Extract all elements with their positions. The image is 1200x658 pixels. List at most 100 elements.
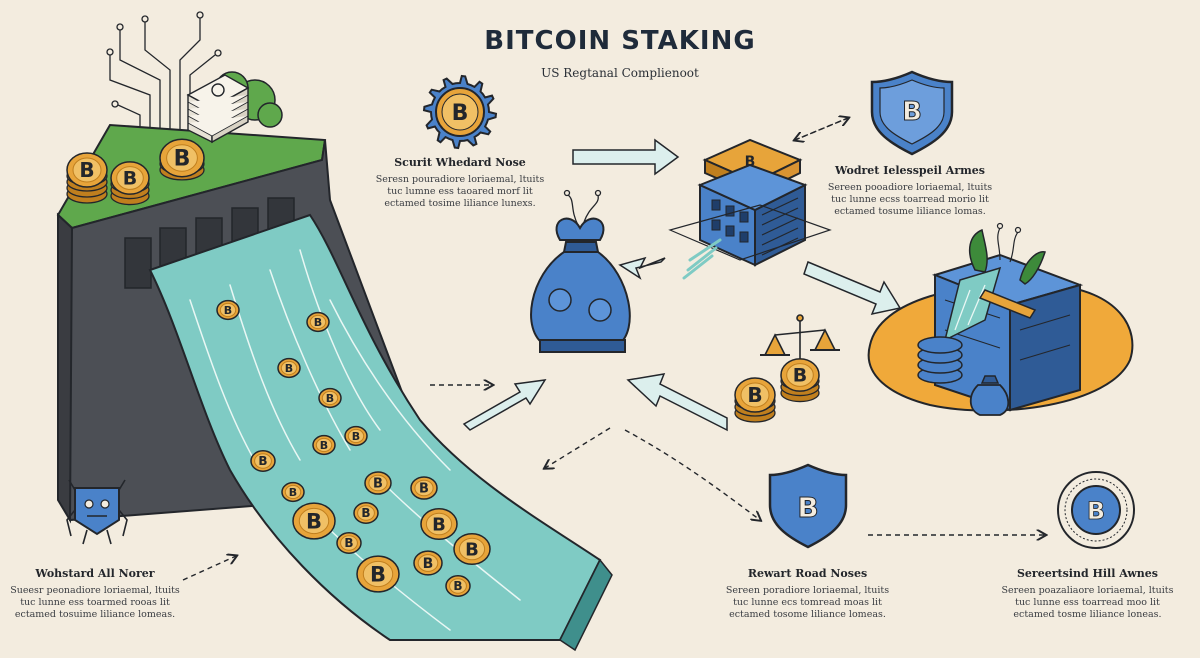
arrow-from-waterfall (462, 379, 547, 431)
staking-machine (867, 222, 1134, 416)
flow-arrows (182, 118, 1045, 581)
balance-scale-icon (760, 314, 840, 380)
caption-line: tuc lunne ess toarmed rooas lit (20, 597, 170, 608)
svg-text:B: B (174, 147, 191, 172)
caption-bottom-right: Sereertsind Hill Awnes Sereen poazaliaor… (985, 567, 1190, 621)
caption-line: tuc lumne ess taoared morf lit (387, 186, 533, 197)
caption-line: tuc lunne ecss toarread morio lit (831, 194, 989, 205)
svg-text:B: B (452, 101, 469, 126)
bitcoin-coin-icon: B (410, 476, 438, 500)
svg-text:B: B (123, 168, 137, 190)
arrow-from-scale (626, 373, 728, 432)
svg-text:B: B (320, 439, 328, 452)
caption-title: Sereertsind Hill Awnes (1016, 567, 1158, 580)
gear-bitcoin-icon: B (422, 74, 498, 150)
svg-text:B: B (793, 365, 807, 387)
svg-text:B: B (432, 514, 446, 535)
svg-text:B: B (465, 539, 479, 560)
arrow-to-building (572, 138, 680, 176)
bitcoin-coin-icon: B (353, 502, 379, 524)
svg-text:B: B (306, 509, 322, 533)
shield-bitcoin-icon-bottom: B (768, 463, 848, 549)
svg-text:B: B (902, 97, 922, 127)
bitcoin-coin-icon: B (216, 299, 240, 321)
caption-body: Sereen pooadiore loriaemal, ltuits tuc l… (805, 182, 1015, 218)
coin-stacks-middle: BB (734, 358, 820, 423)
svg-text:B: B (419, 482, 429, 497)
svg-text:B: B (285, 362, 293, 375)
bitcoin-coin-icon: B (420, 507, 458, 541)
bitcoin-coin-icon: B (453, 532, 491, 566)
svg-text:B: B (747, 383, 762, 407)
caption-body: Sereen poradiore loriaemal, ltuits tuc l… (705, 585, 910, 621)
shield-bitcoin-icon-top: B (870, 70, 954, 156)
caption-bottom-left: Wohstard All Norer Sueesr peonadiore lor… (0, 567, 190, 621)
caption-line: tuc lunne ecs tomread moas lit (733, 597, 882, 608)
svg-text:B: B (79, 158, 94, 182)
caption-line: ectamed tosime liliance lunexs. (384, 198, 536, 209)
arrow-to-machine (803, 260, 902, 316)
caption-line: ectamed tosume liliance lomas. (834, 206, 986, 217)
bitcoin-coin-icon: B (344, 425, 368, 447)
dashed-arrow-robot (182, 556, 236, 581)
svg-text:B: B (314, 316, 322, 329)
svg-text:B: B (258, 454, 267, 468)
svg-text:B: B (373, 477, 383, 492)
bitcoin-coin-icon: B (318, 387, 342, 409)
bitcoin-coin-icon: B (66, 152, 108, 188)
bitcoin-coin-icon: B (306, 311, 330, 333)
svg-text:B: B (224, 304, 232, 317)
caption-line: Seresn pouradiore loriaemal, ltuits (375, 174, 545, 185)
page-subtitle: US Regtanal Complienoot (541, 66, 699, 80)
caption-bottom-mid: Rewart Road Noses Sereen poradiore loria… (705, 567, 910, 621)
svg-text:B: B (1087, 497, 1105, 525)
svg-text:B: B (352, 430, 360, 443)
caption-line: ectamed tosuime liliance lomeas. (14, 609, 176, 620)
caption-line: Sueesr peonadiore loriaemal, ltuits (10, 585, 180, 596)
arrow-to-moneybag (618, 256, 666, 280)
caption-line: ectamed tosome liliance lomeas. (729, 609, 886, 620)
caption-title: Scurit Whedard Nose (394, 156, 526, 169)
bitcoin-coin-icon: B (281, 481, 305, 503)
svg-text:B: B (453, 579, 462, 593)
caption-body: Sueesr peonadiore loriaemal, ltuits tuc … (0, 585, 190, 621)
bitcoin-seal-icon: B (1057, 471, 1135, 549)
bitcoin-coin-icon: B (364, 471, 392, 495)
caption-title: Wodret Ielesspeil Armes (835, 164, 985, 177)
caption-line: Sereen poazaliaore loriaemal, ltuits (1001, 585, 1174, 596)
bitcoin-coin-icon: B (312, 434, 336, 456)
svg-text:B: B (423, 556, 434, 572)
svg-text:B: B (361, 506, 370, 520)
caption-title: Wohstard All Norer (35, 567, 155, 580)
bitcoin-coin-icon: B (292, 502, 336, 540)
money-bag-icon (530, 189, 631, 353)
caption-title: Rewart Road Noses (747, 567, 868, 580)
caption-line: Sereen pooadiore loriaemal, ltuits (827, 182, 993, 193)
bitcoin-coin-icon: B (277, 357, 301, 379)
caption-line: ectamed tosme liliance loneas. (1013, 609, 1162, 620)
caption-top-left: Scurit Whedard Nose Seresn pouradiore lo… (355, 156, 565, 210)
caption-top-right: Wodret Ielesspeil Armes Sereen pooadiore… (805, 164, 1015, 218)
bitcoin-coin-icon: B (780, 358, 820, 392)
bitcoin-coin-icon: B (413, 550, 443, 576)
svg-text:B: B (745, 154, 756, 170)
svg-text:B: B (370, 562, 386, 586)
bitcoin-building: B (668, 138, 832, 280)
robot-crab-icon (66, 479, 128, 545)
bitcoin-coin-icon: B (250, 450, 276, 472)
bitcoin-coin-icon: B (336, 532, 362, 554)
cash-stack (186, 74, 250, 144)
svg-text:B: B (797, 491, 818, 524)
dashed-arrow-to-bottom-shield (624, 429, 760, 520)
caption-body: Sereen poazaliaore loriaemal, ltuits tuc… (985, 585, 1190, 621)
caption-line: tuc lunne ess toarread moo lit (1015, 597, 1160, 608)
svg-text:B: B (289, 486, 297, 499)
bitcoin-coin-icon: B (159, 138, 205, 178)
caption-line: Sereen poradiore loriaemal, ltuits (725, 585, 890, 596)
svg-text:B: B (344, 536, 353, 550)
